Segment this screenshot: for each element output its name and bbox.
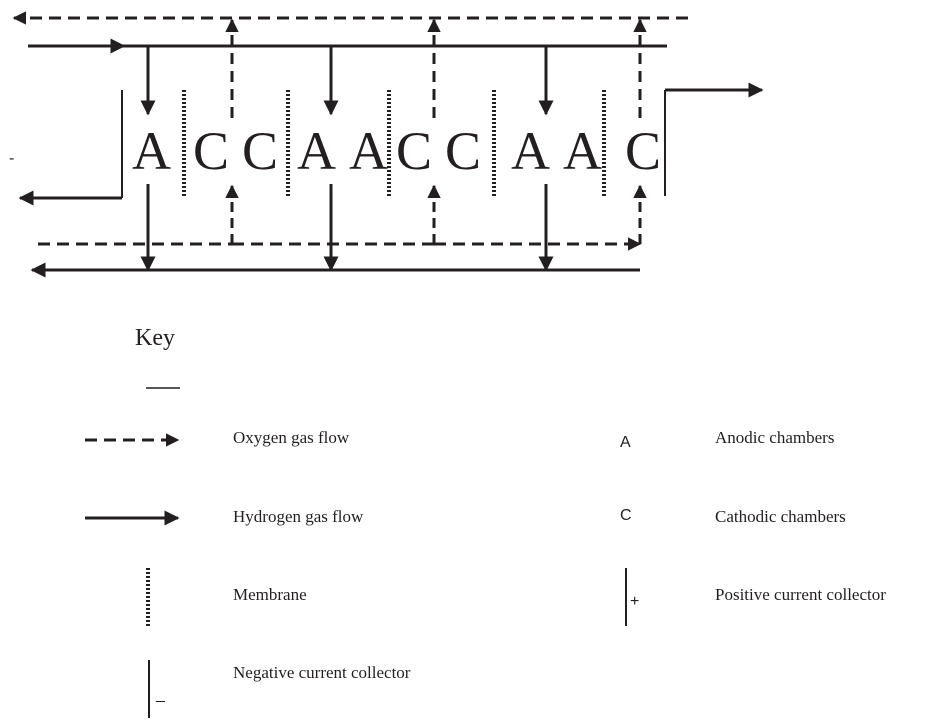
legend-label-positive-collector: Positive current collector xyxy=(715,585,886,604)
legend-label-oxygen: Oxygen gas flow xyxy=(233,428,350,447)
chamber-letter: C xyxy=(396,121,432,181)
chamber-letter: C xyxy=(625,121,661,181)
legend-letter-a: A xyxy=(620,434,631,451)
legend-title: Key xyxy=(135,325,175,351)
negative-terminal-sign: - xyxy=(9,150,14,167)
chamber-letter: C xyxy=(193,121,229,181)
chamber-letter: C xyxy=(445,121,481,181)
chamber-letter: A xyxy=(132,121,171,181)
legend: Key Oxygen gas flow Hydrogen gas flow Me… xyxy=(85,325,886,718)
positive-collector-sign: + xyxy=(630,593,639,610)
chamber-letter: C xyxy=(242,121,278,181)
legend-label-membrane: Membrane xyxy=(233,585,307,604)
legend-letter-c: C xyxy=(620,507,632,524)
legend-label-cathodic: Cathodic chambers xyxy=(715,507,846,526)
legend-label-negative-collector: Negative current collector xyxy=(233,663,411,682)
chamber-letter: A xyxy=(511,121,550,181)
negative-collector-sign: _ xyxy=(155,686,166,703)
legend-label-hydrogen: Hydrogen gas flow xyxy=(233,507,364,526)
chamber-letter: A xyxy=(563,121,602,181)
legend-label-anodic: Anodic chambers xyxy=(715,428,834,447)
positive-current-collector xyxy=(664,82,764,196)
chamber-letter: A xyxy=(349,121,388,181)
negative-current-collector xyxy=(18,90,123,206)
chamber-letter: A xyxy=(297,121,336,181)
